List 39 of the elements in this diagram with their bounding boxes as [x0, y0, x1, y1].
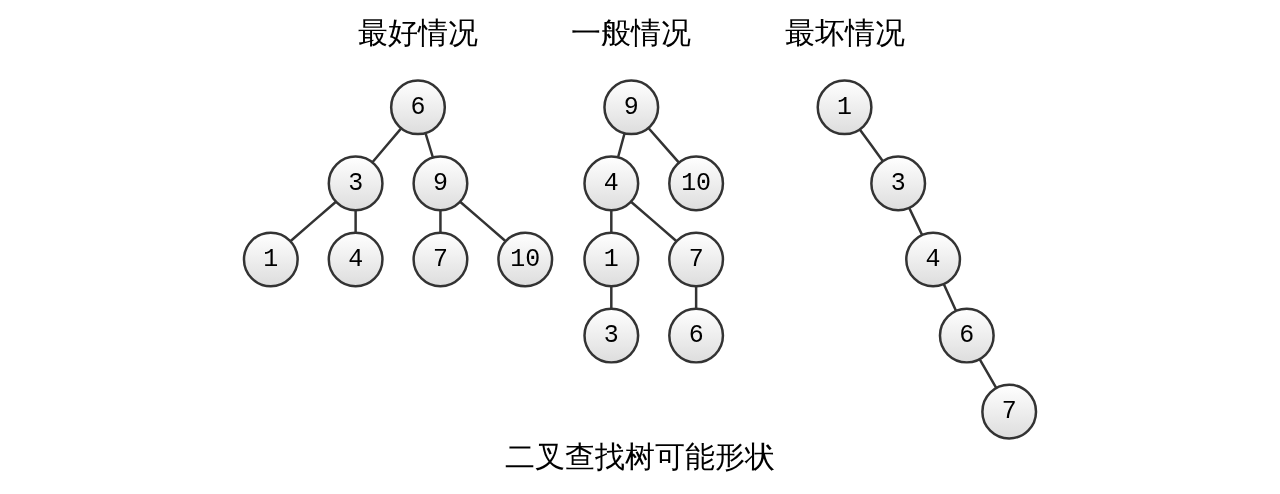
connector [439, 210, 442, 233]
node-circle: 6 [389, 79, 447, 136]
connector [694, 286, 698, 309]
node-circle: 4 [905, 231, 962, 288]
node-circle: 6 [938, 307, 995, 364]
label: 一般情况 [571, 15, 692, 51]
node-circle: 3 [870, 155, 927, 212]
connector [610, 286, 613, 309]
node-circle: 10 [497, 231, 554, 288]
node-circle: 1 [583, 231, 640, 288]
node-circle: 4 [583, 155, 640, 212]
node-circle: 7 [412, 231, 469, 288]
label: 最坏情况 [784, 15, 905, 51]
node-circle: 3 [583, 307, 640, 364]
node-circle: 9 [412, 155, 469, 212]
connector [354, 210, 357, 233]
node-circle: 1 [242, 231, 299, 288]
connector [459, 200, 506, 242]
node-circle: 7 [668, 231, 725, 288]
node-circle: 6 [668, 307, 725, 364]
connector [978, 358, 998, 389]
connector [616, 133, 626, 158]
caption: 二叉查找树可能形状 [505, 439, 775, 475]
node-circle: 9 [603, 79, 660, 136]
node-circle: 7 [981, 383, 1038, 440]
label: 最好情况 [357, 15, 478, 51]
node-circle: 4 [327, 231, 384, 288]
connector [908, 207, 924, 236]
node-circle: 3 [327, 155, 384, 212]
connector [630, 200, 677, 242]
connector [647, 127, 680, 164]
connector [858, 128, 884, 162]
connector [290, 200, 337, 242]
node-circle: 1 [816, 79, 873, 136]
connector [371, 127, 402, 163]
connector [942, 283, 958, 312]
connector [610, 210, 613, 233]
connector [424, 133, 435, 158]
node-circle: 10 [668, 155, 725, 212]
